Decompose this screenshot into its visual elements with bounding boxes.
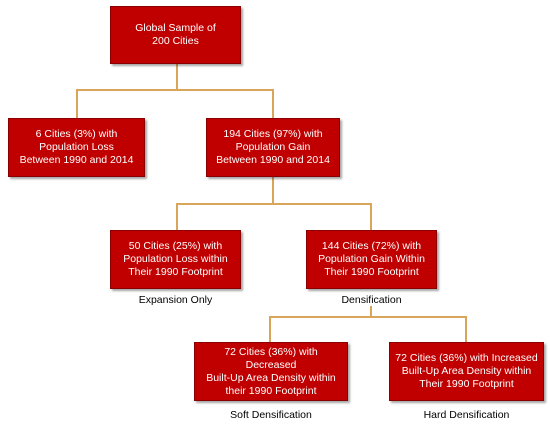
connector-gain-down [272,177,274,204]
connector-to-hard [465,316,467,342]
caption-hard-densification: Hard Densification [423,409,510,421]
node-soft-densification: 72 Cities (36%) with Decreased Built-Up … [194,342,348,401]
connector-root-down [176,64,178,90]
caption-expansion-only: Expansion Only [138,294,213,306]
connector-to-soft [269,316,271,342]
node-global-sample: Global Sample of 200 Cities [110,6,241,64]
connector-to-densification [370,203,372,230]
node-hard-densification: 72 Cities (36%) with Increased Built-Up … [389,342,544,401]
node-expansion-only: 50 Cities (25%) with Population Loss wit… [110,230,241,289]
connector-level3-bar [269,316,467,318]
node-population-loss: 6 Cities (3%) with Population Loss Betwe… [8,118,145,177]
connector-densification-down [370,306,372,317]
caption-densification: Densification [341,294,402,306]
connector-to-expansion [176,203,178,230]
connector-level1-bar [76,89,274,91]
connector-to-gain [272,89,274,118]
connector-to-loss [76,89,78,118]
node-densification: 144 Cities (72%) with Population Gain Wi… [306,230,437,289]
connector-level2-bar [176,203,372,205]
caption-soft-densification: Soft Densification [230,409,312,421]
node-population-gain: 194 Cities (97%) with Population Gain Be… [206,118,340,177]
